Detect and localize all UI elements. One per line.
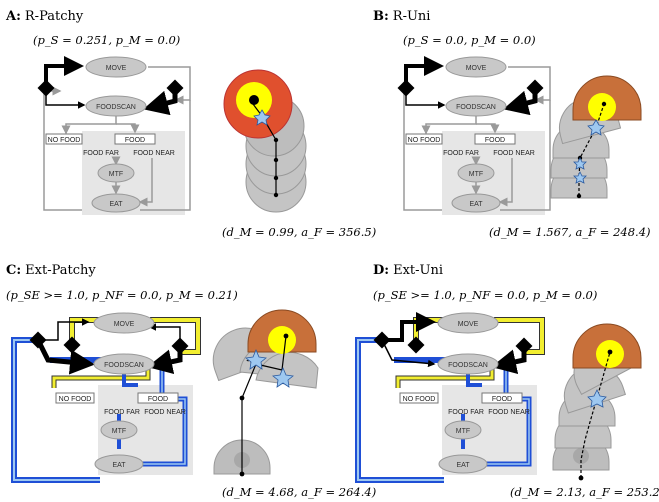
panel-d-state-diagram: MOVE FOODSCAN NO FOOD FOOD FOOD FAR FOOD… xyxy=(355,312,545,483)
foodscan-label: FOODSCAN xyxy=(448,362,488,369)
food-label: FOOD xyxy=(485,137,505,144)
mtf-node xyxy=(457,163,495,183)
agent-icon xyxy=(587,119,605,136)
svg-text:C:Ext-Patchy: C: Ext-Patchy xyxy=(6,263,96,278)
panel-d-trajectory xyxy=(552,323,642,481)
food-label: FOOD xyxy=(148,396,168,403)
food-label: FOOD xyxy=(125,137,145,144)
foodscan-node xyxy=(85,95,147,117)
foodscan-label: FOODSCAN xyxy=(456,104,496,111)
eat-node xyxy=(91,193,141,213)
panel-a-trajectory xyxy=(223,69,307,213)
panel-c-params: (p_SE >= 1.0, p_NF = 0.0, p_M = 0.21) xyxy=(6,288,238,302)
foodscan-label: FOODSCAN xyxy=(104,362,144,369)
move-label: MOVE xyxy=(114,321,135,328)
panel-d-result: (d_M = 2.13, a_F = 253.2) xyxy=(510,485,659,499)
eat-label: EAT xyxy=(456,462,470,469)
panel-d: D: Ext-Uni (p_SE >= 1.0, p_NF = 0.0, p_M … xyxy=(355,263,659,499)
panel-b-params: (p_S = 0.0, p_M = 0.0) xyxy=(403,33,536,47)
panel-b: B: R-Uni (p_S = 0.0, p_M = 0.0) MOVE FOOD… xyxy=(373,9,651,239)
foodnear-label: FOOD NEAR xyxy=(488,409,530,416)
food-patch xyxy=(588,93,616,121)
panel-b-letter: B: xyxy=(373,9,389,24)
svg-text:D:Ext-Uni: D: Ext-Uni xyxy=(373,263,443,278)
panel-a-state-diagram: MOVE FOODSCAN NO FOOD FOOD FOOD FAR FOOD… xyxy=(37,56,191,215)
foodscan-node xyxy=(437,353,499,375)
nofood-label: NO FOOD xyxy=(59,396,92,403)
nofood-box xyxy=(45,133,83,145)
panel-d-params: (p_SE >= 1.0, p_NF = 0.0, p_M = 0.0) xyxy=(373,288,597,302)
foodnear-label: FOOD NEAR xyxy=(133,150,175,157)
eat-label: EAT xyxy=(112,462,126,469)
foodscan-node xyxy=(445,95,507,117)
panel-d-letter: D: xyxy=(373,263,389,278)
agent-icon xyxy=(253,109,271,126)
eat-node xyxy=(438,454,488,474)
panel-b-result: (d_M = 1.567, a_F = 248.4) xyxy=(489,225,651,239)
panel-b-state-diagram: MOVE FOODSCAN NO FOOD FOOD FOOD FAR FOOD… xyxy=(397,56,551,215)
mtf-label: MTF xyxy=(456,428,470,435)
nofood-box xyxy=(55,392,95,404)
eat-node xyxy=(451,193,501,213)
foodfar-label: FOOD FAR xyxy=(443,150,479,157)
panel-a-params: (p_S = 0.251, p_M = 0.0) xyxy=(33,33,180,47)
panel-a-result: (d_M = 0.99, a_F = 356.5) xyxy=(222,225,376,239)
mtf-node xyxy=(444,420,482,440)
eat-label: EAT xyxy=(469,201,483,208)
foodfar-label: FOOD FAR xyxy=(83,150,119,157)
nofood-label: NO FOOD xyxy=(403,396,436,403)
food-patch xyxy=(268,326,296,354)
panel-b-trajectory xyxy=(550,75,642,199)
food-box xyxy=(481,392,523,404)
nofood-box xyxy=(405,133,443,145)
food-box xyxy=(114,133,156,145)
food-box xyxy=(137,392,179,404)
move-label: MOVE xyxy=(106,65,127,72)
foodnear-label: FOOD NEAR xyxy=(493,150,535,157)
panel-c-state-diagram: MOVE FOODSCAN NO FOOD FOOD FOOD FAR FOOD… xyxy=(11,312,201,483)
move-label: MOVE xyxy=(458,321,479,328)
panel-c-trajectory xyxy=(212,309,319,477)
panel-a-name: R-Patchy xyxy=(25,9,84,24)
eat-node xyxy=(94,454,144,474)
agent-icon xyxy=(245,348,267,370)
move-node xyxy=(437,312,499,334)
panel-c-result: (d_M = 4.68, a_F = 264.4) xyxy=(222,485,376,499)
foodfar-label: FOOD FAR xyxy=(448,409,484,416)
food-box xyxy=(474,133,516,145)
svg-text:A:R-Patchy: A: R-Patchy xyxy=(5,9,84,24)
panel-b-name: R-Uni xyxy=(393,9,431,24)
svg-text:B:R-Uni: B: R-Uni xyxy=(373,9,430,24)
food-label: FOOD xyxy=(492,396,512,403)
mtf-node xyxy=(100,420,138,440)
mtf-label: MTF xyxy=(112,428,126,435)
mtf-label: MTF xyxy=(109,171,123,178)
panel-d-name: Ext-Uni xyxy=(393,263,443,278)
panel-c-name: Ext-Patchy xyxy=(25,263,96,278)
foodfar-label: FOOD FAR xyxy=(104,409,140,416)
panel-a-letter: A: xyxy=(5,9,21,24)
foodscan-node xyxy=(93,353,155,375)
nofood-box xyxy=(399,392,439,404)
move-node xyxy=(445,56,507,78)
foodnear-label: FOOD NEAR xyxy=(144,409,186,416)
eat-label: EAT xyxy=(109,201,123,208)
move-node xyxy=(85,56,147,78)
panel-c-letter: C: xyxy=(6,263,21,278)
mtf-node xyxy=(97,163,135,183)
mtf-label: MTF xyxy=(469,171,483,178)
panel-a: A: R-Patchy (p_S = 0.251, p_M = 0.0) MOVE xyxy=(5,9,376,239)
panel-c: C: Ext-Patchy (p_SE >= 1.0, p_NF = 0.0, p… xyxy=(6,263,376,499)
foodscan-label: FOODSCAN xyxy=(96,104,136,111)
nofood-label: NO FOOD xyxy=(48,137,81,144)
move-label: MOVE xyxy=(466,65,487,72)
move-node xyxy=(93,312,155,334)
agent-icon xyxy=(587,389,607,408)
nofood-label: NO FOOD xyxy=(408,137,441,144)
